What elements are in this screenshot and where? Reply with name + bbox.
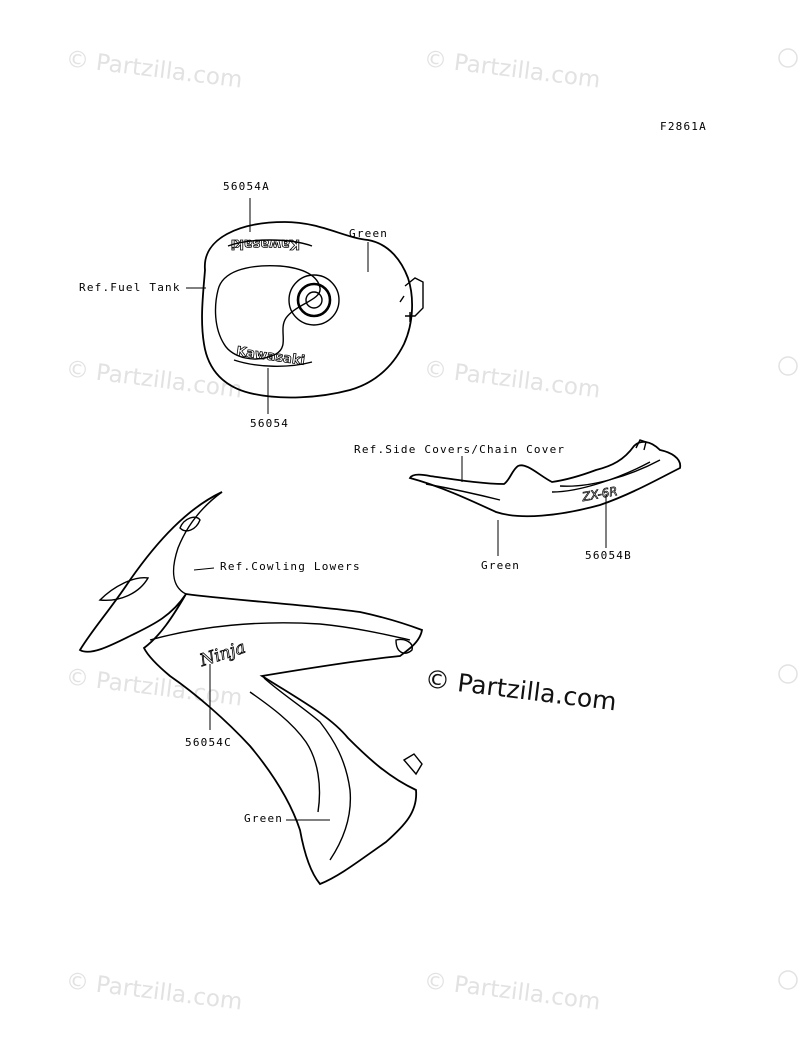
part-number-56054[interactable]: 56054 — [250, 417, 290, 430]
figure-code: F2861A — [660, 120, 707, 133]
part-number-56054B[interactable]: 56054B — [585, 549, 632, 562]
tail-cover-drawing: ZX-6R — [408, 439, 682, 518]
tank-decal-upper: Kawasaki — [231, 236, 300, 251]
color-label-cowling: Green — [244, 812, 284, 825]
ref-side-covers-label: Ref.Side Covers/Chain Cover — [354, 443, 566, 456]
tail-decal: ZX-6R — [580, 484, 619, 504]
ref-fuel-tank-label: Ref.Fuel Tank — [79, 281, 181, 294]
part-number-56054C[interactable]: 56054C — [185, 736, 232, 749]
color-label-tank: Green — [349, 227, 389, 240]
tank-decal-lower: Kawasaki — [235, 344, 306, 368]
leader-lines — [186, 198, 607, 821]
fuel-tank-drawing: Kawasaki Kawasaki — [201, 221, 424, 399]
part-number-56054A[interactable]: 56054A — [223, 180, 270, 193]
cowling-decal: Ninja — [197, 638, 249, 672]
edge-copyright-icons — [778, 48, 798, 990]
color-label-tail: Green — [481, 559, 521, 572]
cowling-drawing: Ninja — [78, 491, 424, 886]
ref-cowling-lowers-label: Ref.Cowling Lowers — [220, 560, 361, 573]
